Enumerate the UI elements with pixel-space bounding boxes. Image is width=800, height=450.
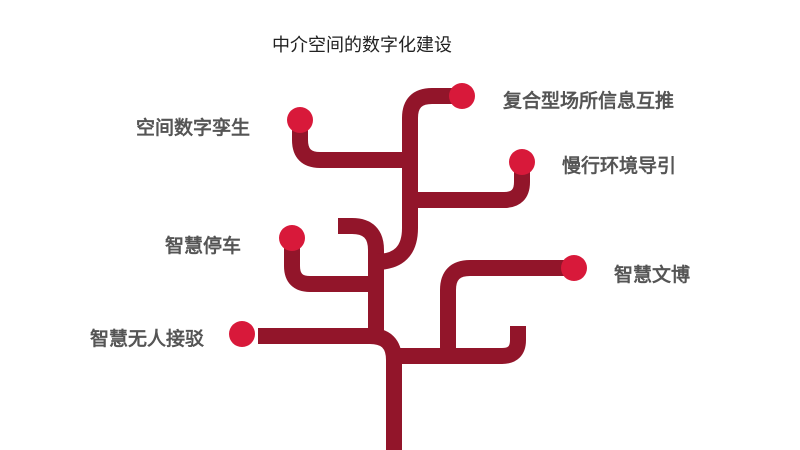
dot-digital-twin [287,107,313,133]
branch-dots [229,83,587,347]
label-smart-shuttle: 智慧无人接驳 [90,328,205,350]
branch-line-slow-guide [410,162,530,208]
label-slow-guide: 慢行环境导引 [562,155,677,177]
dot-smart-shuttle [229,321,255,347]
upper-stem-line [375,88,462,270]
center-stem-line [338,218,384,336]
label-composite-info: 复合型场所信息互推 [503,90,675,112]
label-digital-twin: 空间数字孪生 [136,117,251,139]
branch-line-smart-culture [440,260,574,356]
label-smart-culture: 智慧文博 [614,264,691,286]
dot-smart-parking [279,225,305,251]
branch-lines [258,88,574,450]
branch-line-digital-twin [292,120,410,168]
dot-composite-info [449,83,475,109]
trunk-line [258,328,402,450]
dot-smart-culture [561,255,587,281]
label-smart-parking: 智慧停车 [165,235,242,257]
right-lower-stem-line [394,326,526,364]
branch-line-smart-parking [284,242,376,292]
page-title: 中介空间的数字化建设 [272,35,452,56]
dot-slow-guide [509,149,535,175]
